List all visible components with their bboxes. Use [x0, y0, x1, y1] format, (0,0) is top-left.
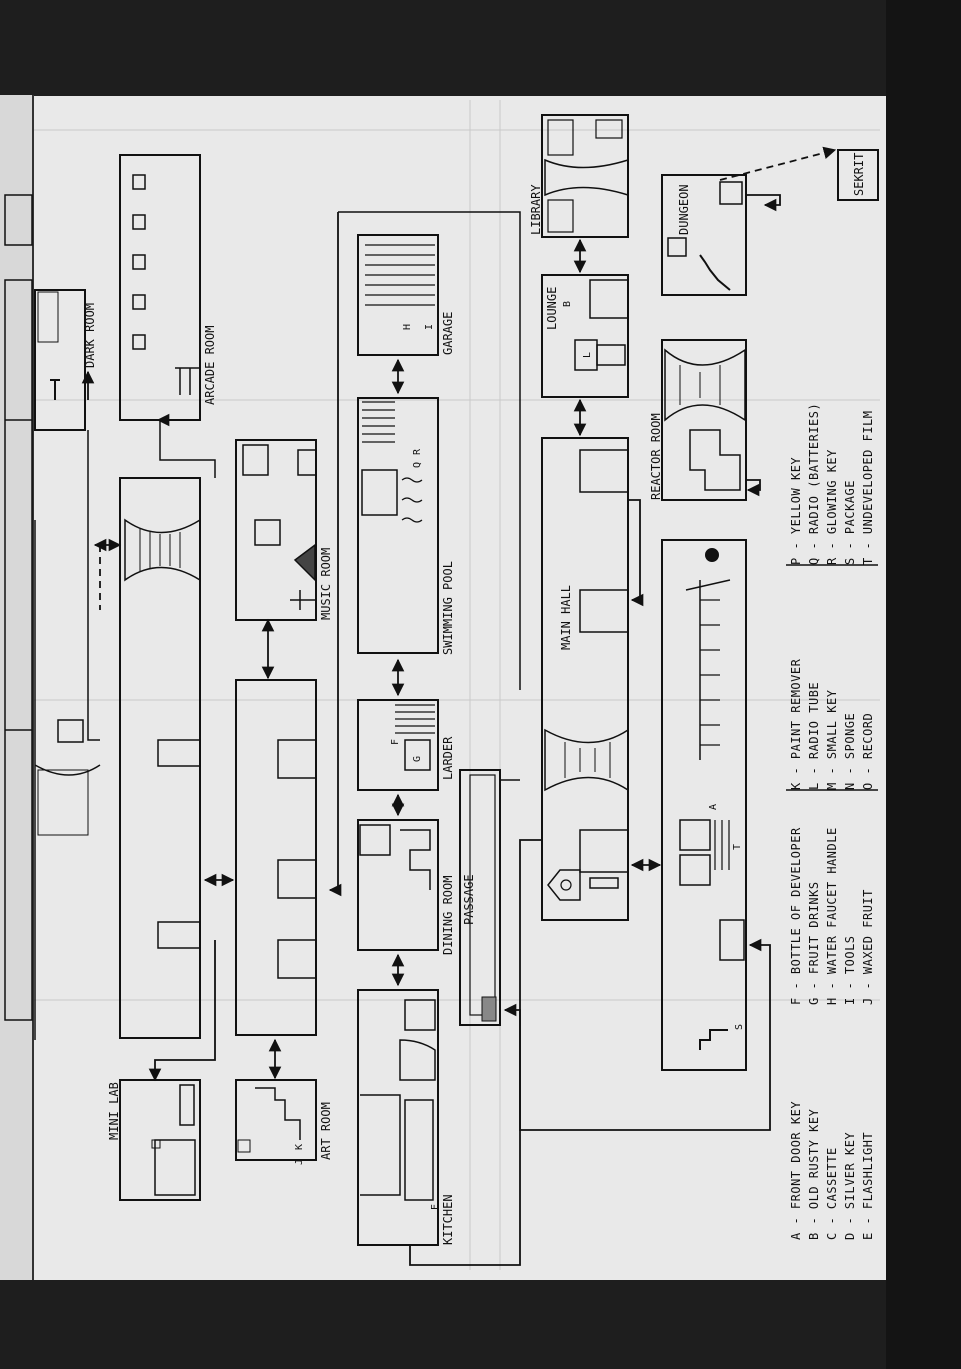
item-marker-b: B [562, 301, 573, 307]
legend-item-f: F - BOTTLE OF DEVELOPER [789, 827, 803, 1005]
music-room [235, 439, 317, 621]
item-legend: A - FRONT DOOR KEY B - OLD RUSTY KEY C -… [789, 403, 875, 1240]
legend-item-m: M - SMALL KEY [825, 689, 839, 790]
reactor-room [661, 339, 747, 501]
item-marker-a: A [708, 804, 719, 810]
swimming-pool-label: SWIMMING POOL [441, 561, 455, 655]
legend-item-r: R - GLOWING KEY [825, 449, 839, 565]
kitchen-label: KITCHEN [441, 1194, 455, 1245]
passage-label: PASSAGE [462, 874, 476, 925]
legend-item-q: Q - RADIO (BATTERIES) [807, 403, 821, 565]
connection-arrows [81, 146, 837, 1266]
item-marker-r: R [412, 448, 423, 455]
mini-lab-label: MINI LAB [107, 1082, 121, 1140]
passage-corridor [459, 769, 501, 1026]
lounge-room [541, 274, 629, 398]
item-marker-s: S [734, 1024, 745, 1030]
reactor-room-label: REACTOR ROOM [649, 413, 663, 500]
legend-item-l: L - RADIO TUBE [807, 682, 821, 790]
item-marker-i: I [424, 324, 435, 330]
item-marker-h: H [402, 324, 413, 330]
dungeon-label: DUNGEON [677, 184, 691, 235]
legend-item-n: N - SPONGE [843, 713, 857, 790]
main-hall-label: MAIN HALL [559, 585, 573, 650]
item-marker-k: K [294, 1144, 305, 1150]
dark-room-area [34, 289, 86, 431]
legend-item-h: H - WATER FAUCET HANDLE [825, 827, 839, 1005]
page-edge-shadow [886, 0, 961, 1369]
music-room-label: MUSIC ROOM [319, 548, 333, 620]
arcade-room-label: ARCADE ROOM [203, 326, 217, 405]
sekrit-room [837, 149, 879, 201]
library-label: LIBRARY [529, 184, 543, 235]
legend-item-c: C - CASSETTE [825, 1147, 839, 1240]
item-marker-t: T [732, 844, 743, 850]
middle-corridor [235, 679, 317, 1036]
legend-item-e: E - FLASHLIGHT [861, 1132, 875, 1240]
garage-label: GARAGE [441, 312, 455, 355]
dungeon-room [661, 174, 747, 296]
larder-label: LARDER [441, 736, 455, 780]
larder-room [357, 699, 439, 791]
lounge-label: LOUNGE [545, 287, 559, 330]
item-marker-q: Q [412, 462, 423, 468]
dining-room [357, 819, 439, 951]
legend-item-b: B - OLD RUSTY KEY [807, 1108, 821, 1240]
swimming-pool-room [357, 397, 439, 654]
kitchen-room [357, 989, 439, 1246]
item-marker-e: E [430, 1204, 441, 1210]
legend-item-o: O - RECORD [861, 713, 875, 790]
dark-room-label: DARK ROOM [83, 303, 97, 368]
long-corridor-upper [119, 477, 201, 1039]
item-marker-l: L [582, 352, 593, 358]
item-marker-g: G [412, 756, 423, 762]
legend-item-i: I - TOOLS [843, 935, 857, 1005]
legend-item-t: T - UNDEVELOPED FILM [861, 411, 875, 566]
legend-item-s: S - PACKAGE [843, 480, 857, 565]
legend-item-j: J - WAXED FRUIT [861, 889, 875, 1005]
sekrit-label: SEKRIT [852, 153, 866, 196]
background-grid [34, 100, 880, 1270]
corridor-left-edge [34, 520, 101, 1040]
dining-room-label: DINING ROOM [441, 876, 455, 955]
item-marker-j: J [294, 1159, 305, 1165]
legend-item-k: K - PAINT REMOVER [789, 658, 803, 790]
main-hall-room [541, 437, 629, 921]
legend-item-p: P - YELLOW KEY [789, 457, 803, 565]
map-paper [34, 96, 886, 1280]
art-room [235, 1079, 317, 1161]
art-room-label: ART ROOM [319, 1102, 333, 1160]
previous-page-rooms [4, 194, 33, 1021]
legend-item-d: D - SILVER KEY [843, 1132, 857, 1240]
library-room [541, 114, 629, 238]
legend-item-a: A - FRONT DOOR KEY [789, 1101, 803, 1240]
legend-item-g: G - FRUIT DRINKS [807, 881, 821, 1005]
item-marker-f: F [390, 739, 401, 745]
garage-room [357, 234, 439, 356]
outer-wall-top [338, 211, 521, 690]
bottom-corridor [661, 539, 747, 1071]
